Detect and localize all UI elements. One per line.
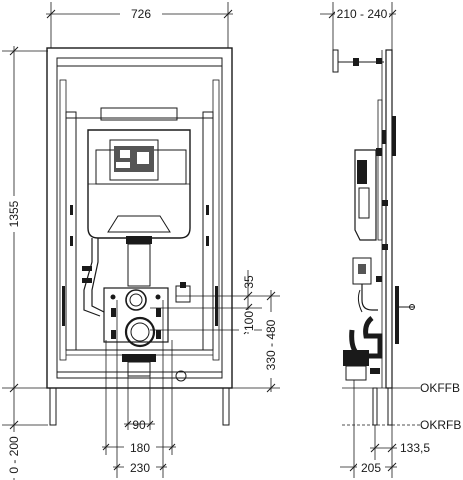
depth-dimension: 210 - 240 xyxy=(320,2,397,50)
depth-label: 210 - 240 xyxy=(337,7,388,21)
side-cistern xyxy=(352,149,378,313)
floor-levels: OKFFB OKRFB xyxy=(342,381,461,432)
side-bottom-dimensions: 133,5 205 xyxy=(340,380,430,478)
frame xyxy=(46,47,233,426)
pipes xyxy=(82,238,191,382)
height-label: 1355 xyxy=(7,200,21,227)
mount-spacing-label: 180 xyxy=(130,441,150,455)
front-view: 726 1355 0 - 200 xyxy=(2,2,280,480)
right-dimensions: 35 100 330 - 480 xyxy=(150,270,280,393)
frame-spacing-label: 230 xyxy=(130,461,150,475)
upper-offset-label: 35 xyxy=(242,275,256,289)
bolt-spacing-label: 100 xyxy=(242,311,256,331)
pipe-offset-label: 205 xyxy=(361,461,381,475)
offset-label: 0 - 200 xyxy=(7,436,21,474)
offset-dimension: 0 - 200 xyxy=(2,392,48,480)
side-flush-plate xyxy=(395,286,415,344)
side-view: 210 - 240 xyxy=(320,2,461,478)
side-outlet xyxy=(343,316,383,381)
height-dimension: 1355 xyxy=(2,46,48,393)
axis-offset-label: 133,5 xyxy=(400,441,430,455)
bottom-dimensions: 90 180 230 xyxy=(102,300,176,478)
top-bracket xyxy=(332,49,384,73)
width-label: 726 xyxy=(131,7,151,21)
pipe-spacing-label: 90 xyxy=(132,418,146,432)
floor-raw-label: OKRFB xyxy=(420,418,461,432)
side-column xyxy=(376,49,396,389)
outlet-range-label: 330 - 480 xyxy=(264,319,278,370)
floor-finished-label: OKFFB xyxy=(420,381,460,395)
cistern xyxy=(87,107,191,244)
width-dimension: 726 xyxy=(46,2,233,48)
